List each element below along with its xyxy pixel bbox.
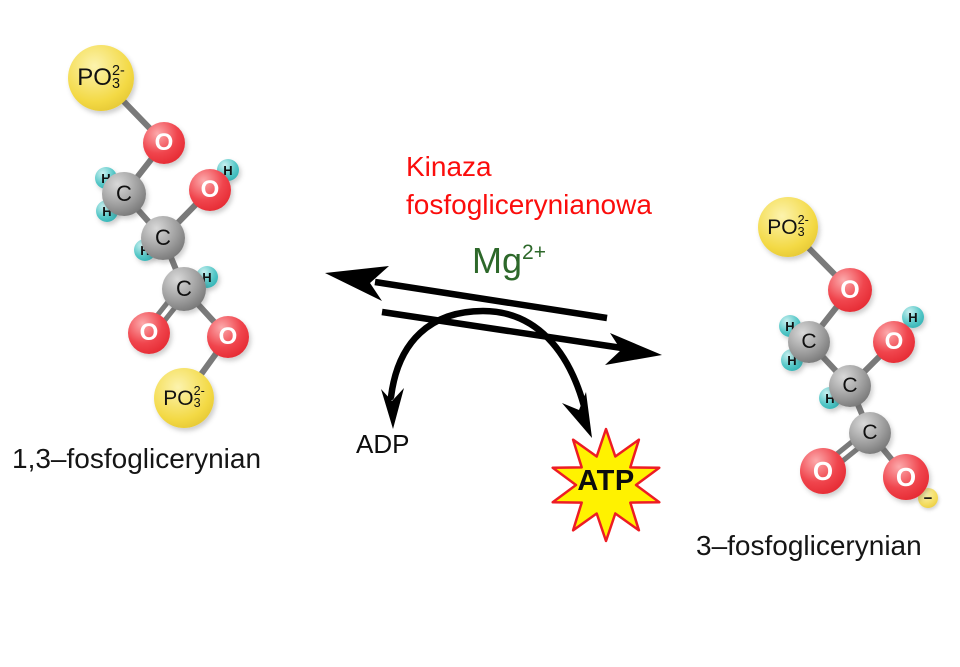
double-bond-left (143, 283, 190, 339)
cofactor-label: Mg2+ (472, 240, 546, 281)
left-molecule-label: 1,3–fosfoglicerynian (12, 443, 262, 474)
enzyme-name-line1: Kinaza (406, 151, 492, 182)
bonds-right-molecule (785, 224, 909, 480)
adp-label: ADP (356, 429, 410, 459)
bonds-left-molecule (98, 75, 231, 401)
reverse-arrow (325, 266, 608, 322)
arc-arrowhead-atp (562, 392, 592, 438)
forward-arrow (381, 308, 662, 365)
atp-starburst (551, 427, 661, 543)
cofactor-charge: 2+ (522, 241, 546, 264)
phosphate-transfer-arc (381, 307, 592, 438)
double-bond-right (817, 427, 876, 477)
right-molecule-label: 3–fosfoglicerynian (696, 530, 922, 561)
enzyme-name: Kinaza fosfoglicerynianowa (406, 148, 652, 224)
atp-label: ATP (577, 465, 635, 497)
enzyme-name-line2: fosfoglicerynianowa (406, 189, 652, 220)
arc-arrowhead-adp (381, 388, 404, 429)
